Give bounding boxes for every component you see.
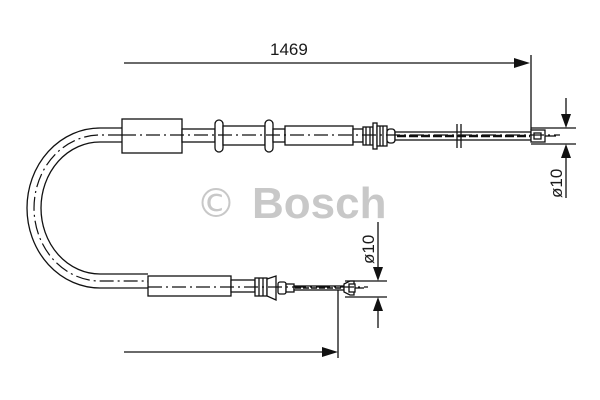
cable-sheath: [26, 127, 148, 289]
grommet: [264, 119, 274, 153]
arrow-right-icon: [322, 347, 338, 357]
bottom-diameter-dimension: ø10: [345, 222, 387, 328]
length-label: 1469: [270, 40, 308, 59]
arrow-right-icon: [514, 58, 530, 68]
length-dimension: 1469: [124, 40, 532, 130]
right-diameter-dimension: ø10: [531, 98, 576, 198]
arrow-up-icon: [373, 297, 383, 311]
arrow-up-icon: [561, 144, 571, 158]
sheath-sleeve: [147, 275, 232, 297]
watermark-brand: Bosch: [252, 179, 386, 228]
lower-cable-assembly: [147, 275, 368, 302]
arrow-down-icon: [561, 114, 571, 128]
copyright-icon: ©: [196, 181, 236, 227]
bottom-length-dimension: [124, 290, 339, 358]
right-diameter-label: ø10: [547, 169, 566, 198]
bottom-diameter-label: ø10: [359, 235, 378, 264]
upper-cable-assembly: [121, 118, 560, 154]
watermark: © Bosch: [196, 179, 386, 228]
adjuster-nut: [362, 126, 374, 146]
grommet: [214, 119, 224, 153]
sheath-sleeve: [121, 118, 183, 154]
arrow-down-icon: [373, 267, 383, 281]
